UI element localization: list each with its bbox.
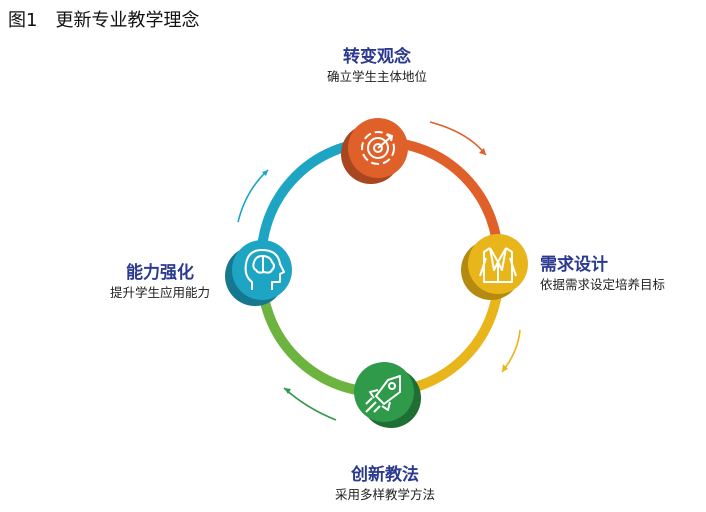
node-label-top: 转变观念 确立学生主体地位	[302, 46, 452, 86]
node-title-right: 需求设计	[540, 255, 608, 275]
cycle-node-bottom	[354, 362, 421, 428]
flow-arrow-right-bottom	[501, 329, 521, 373]
cycle-node-left	[225, 240, 292, 306]
cycle-node-right	[461, 234, 528, 300]
node-label-left: 能力强化 提升学生应用能力	[90, 262, 230, 302]
flow-arrow-bottom-left	[283, 387, 337, 421]
blazer-icon	[479, 247, 517, 283]
flow-arrow-left-top	[237, 169, 269, 223]
figure-title: 图1 更新专业教学理念	[8, 10, 200, 31]
node-title-left: 能力强化	[126, 263, 194, 283]
node-subtitle-right: 依据需求设定培养目标	[540, 277, 666, 292]
node-title-bottom: 创新教法	[351, 465, 419, 485]
node-title-top: 转变观念	[343, 47, 411, 67]
rocket-icon	[365, 375, 401, 413]
node-label-bottom: 创新教法 采用多样教学方法	[310, 464, 460, 504]
brain-head-icon	[244, 249, 285, 290]
target-icon	[361, 131, 395, 165]
flow-arrow-top-right	[429, 121, 487, 156]
node-label-right: 需求设计 依据需求设定培养目标	[540, 254, 700, 294]
node-subtitle-bottom: 采用多样教学方法	[334, 487, 435, 502]
cycle-node-top	[341, 118, 408, 184]
node-subtitle-top: 确立学生主体地位	[326, 69, 427, 84]
node-subtitle-left: 提升学生应用能力	[109, 285, 210, 300]
